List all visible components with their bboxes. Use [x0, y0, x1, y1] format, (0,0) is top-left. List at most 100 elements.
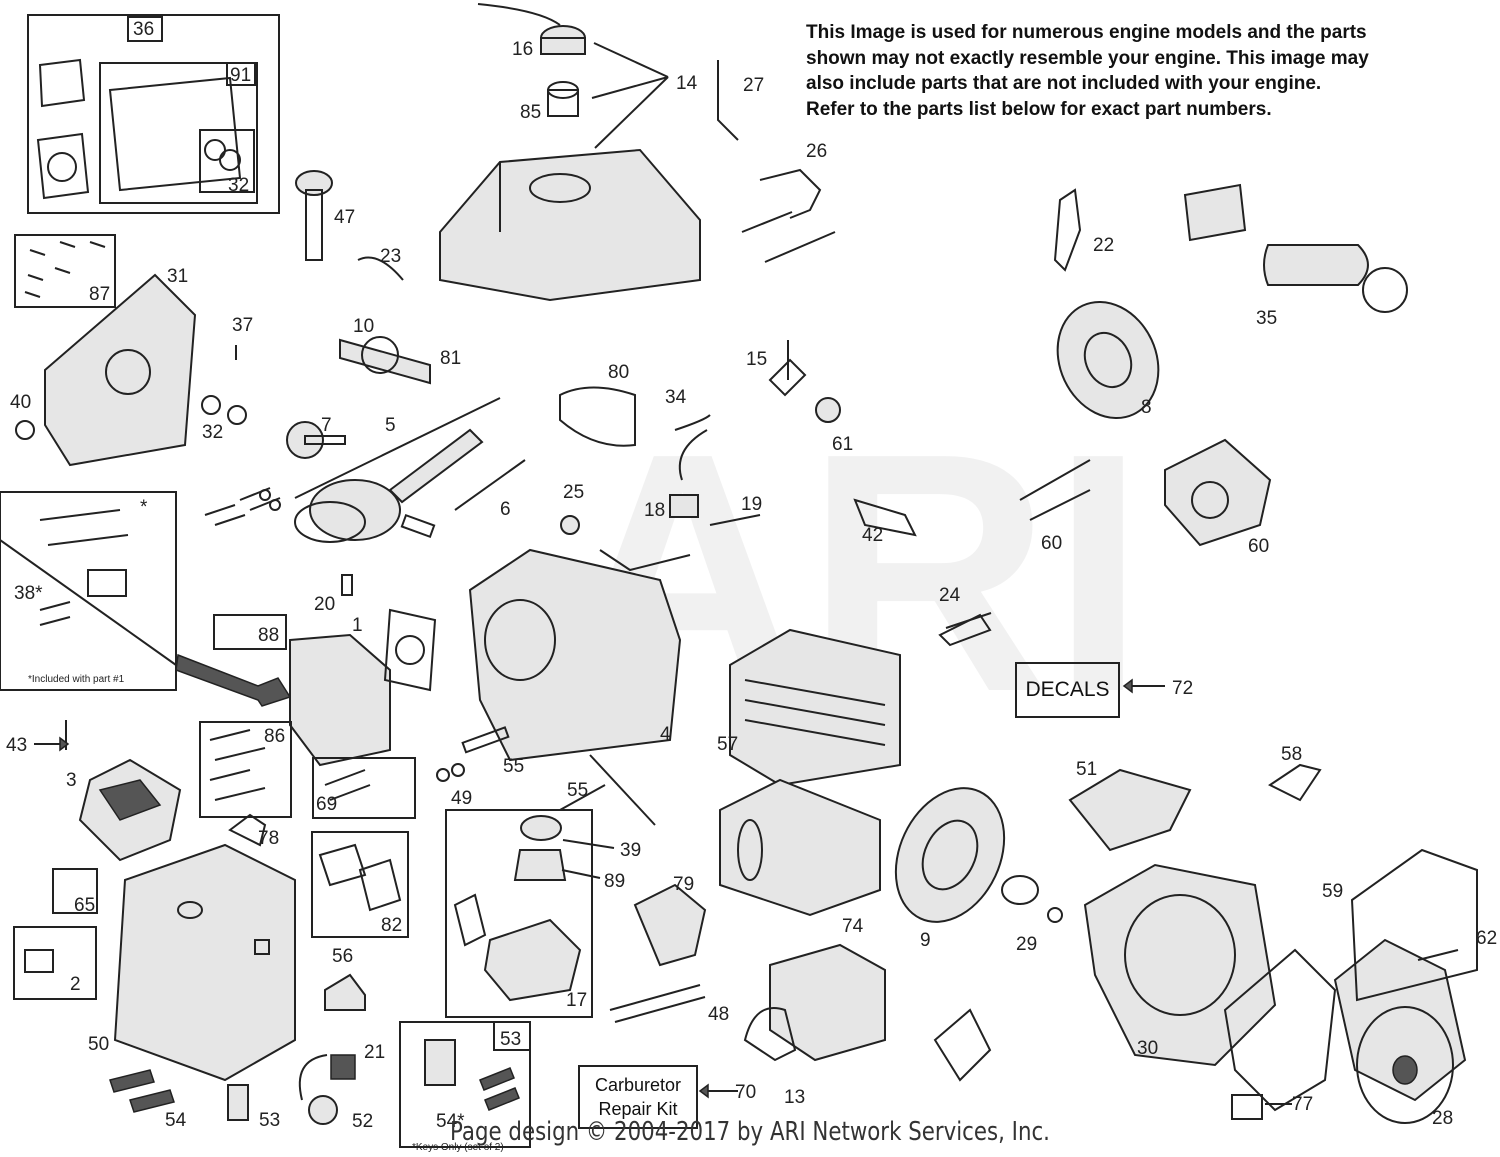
part-label: 8	[1141, 397, 1152, 418]
included-parts-box: *Included with part #1 *	[0, 491, 177, 691]
part-label: 17	[566, 990, 587, 1011]
part-label: 49	[451, 788, 472, 809]
linkage-parts	[717, 60, 836, 263]
part-label: 10	[353, 316, 374, 337]
part-label: 54	[165, 1110, 187, 1131]
part-label: 5	[385, 415, 396, 436]
part-label: 47	[334, 207, 355, 228]
part-label: 85	[520, 102, 541, 123]
part-label: 2	[70, 974, 81, 995]
part-label: 14	[676, 73, 698, 94]
carburetor-repair-kit-box[interactable]: Carburetor Repair Kit	[578, 1065, 698, 1129]
part-label: 27	[743, 75, 764, 96]
crankcase-cover	[15, 273, 247, 467]
disclaimer-line: shown may not exactly resemble your engi…	[806, 47, 1369, 69]
part-label: 50	[88, 1034, 109, 1055]
part-label: 9	[920, 930, 931, 951]
valve-group	[204, 487, 281, 526]
part-label: 15	[746, 349, 767, 370]
gasket-set-kit	[27, 14, 280, 214]
part-label: 21	[364, 1042, 385, 1063]
part-label: 26	[806, 141, 827, 162]
wiring-and-brackets	[228, 813, 706, 1023]
part-label: 32	[202, 422, 223, 443]
page-footer: Page design © 2004-2017 by ARI Network S…	[450, 1117, 1050, 1147]
part-label: 43	[6, 735, 27, 756]
disclaimer-line: also include parts that are not included…	[806, 73, 1322, 94]
part-label: 57	[717, 734, 738, 755]
part-label: 61	[832, 434, 853, 455]
part-label: 53	[259, 1110, 280, 1131]
part-label: 32	[228, 175, 249, 196]
part-label: 55	[567, 780, 588, 801]
part-label: 52	[352, 1111, 373, 1132]
part-label: 72	[1172, 678, 1193, 699]
part-label: 59	[1322, 881, 1343, 902]
small-part-boxes	[13, 868, 98, 1000]
part-label: 13	[784, 1087, 805, 1108]
fuel-valve-and-ignition	[341, 340, 917, 596]
muffler-group	[633, 612, 992, 967]
stud-kits	[199, 721, 416, 819]
part-label: 20	[314, 594, 335, 615]
cylinder-head-and-block	[213, 548, 691, 767]
part-label: 39	[620, 840, 641, 861]
air-filter-assembly	[743, 943, 992, 1082]
blower-housing-and-recoil	[1083, 848, 1478, 1124]
part-label: 31	[167, 266, 188, 287]
flywheel	[894, 787, 1063, 923]
carb-kit-line: Repair Kit	[598, 1099, 678, 1119]
part-label: 48	[708, 1004, 729, 1025]
engine-mount-parts	[436, 726, 656, 826]
part-label: 80	[608, 362, 629, 383]
part-label: 25	[563, 482, 584, 503]
part-label: 37	[232, 315, 253, 336]
part-label: 3	[66, 770, 77, 791]
part-label: 74	[842, 916, 864, 937]
part-label: 36	[133, 19, 154, 40]
part-label: 54*	[436, 1111, 465, 1132]
part-label: 88	[258, 625, 279, 646]
carb-kit-line: Carburetor	[594, 1075, 682, 1095]
part-label: 82	[381, 915, 402, 936]
part-label: 1	[352, 615, 363, 636]
disclaimer-line: Refer to the parts list below for exact …	[806, 98, 1272, 120]
terminal-77	[1231, 1094, 1292, 1120]
part-label: 19	[741, 494, 762, 515]
disclaimer-line: This Image is used for numerous engine m…	[806, 22, 1367, 43]
part-label: 70	[735, 1082, 756, 1103]
model-disclaimer-note: This Image is used for numerous engine m…	[806, 20, 1486, 122]
included-note: *Included with part #1	[28, 674, 125, 685]
part-label: 62	[1476, 928, 1497, 949]
part-label: 4	[660, 724, 671, 745]
decals-callout-box[interactable]: DECALS	[1015, 662, 1120, 718]
part-label: 89	[604, 871, 625, 892]
part-label: 78	[258, 828, 279, 849]
oil-fill-and-breather	[295, 170, 404, 281]
part-label: 55	[503, 756, 524, 777]
part-label: 58	[1281, 744, 1302, 765]
part-label: 56	[332, 946, 353, 967]
part-label: 42	[862, 525, 883, 546]
part-label: 60	[1248, 536, 1269, 557]
asterisk-mark: *	[140, 497, 148, 518]
part-label: 60	[1041, 533, 1062, 554]
part-label: 24	[939, 585, 961, 606]
part-label: 29	[1016, 934, 1037, 955]
part-label: 18	[644, 500, 665, 521]
part-label: 35	[1256, 308, 1277, 329]
fuel-tank-assembly	[439, 3, 701, 302]
part-label: 79	[673, 874, 694, 895]
part-label: 81	[440, 348, 461, 369]
ignition-switch-parts: *Keys Only (set of 2)	[109, 1021, 531, 1153]
blower-cover	[113, 843, 296, 1082]
keys-only-note: *Keys Only (set of 2)	[412, 1142, 504, 1153]
part-label: 22	[1093, 235, 1114, 256]
part-label: 91	[230, 65, 251, 86]
part-label: 7	[321, 415, 332, 436]
part-label: 65	[74, 895, 95, 916]
part-label: 69	[316, 794, 337, 815]
part-label: 77	[1292, 1094, 1313, 1115]
included-arrow	[175, 653, 292, 707]
